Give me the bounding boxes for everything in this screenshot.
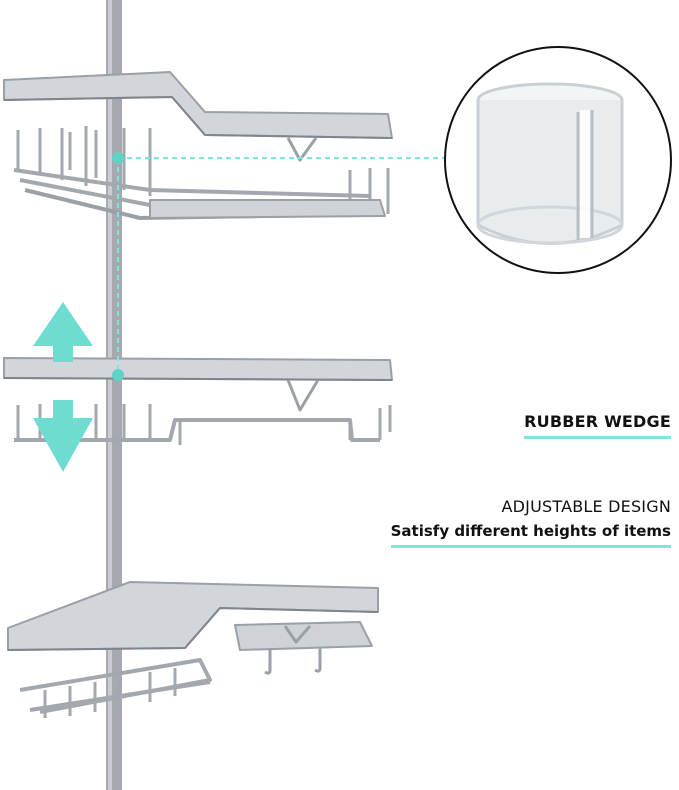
teal-dot-icon — [112, 152, 124, 164]
rubber-wedge-label: RUBBER WEDGE — [524, 412, 671, 439]
bottom-shelf — [7, 581, 379, 718]
adjustable-design-title: ADJUSTABLE DESIGN — [501, 497, 671, 516]
rubber-wedge-callout — [444, 46, 672, 274]
top-shelf — [3, 71, 393, 220]
guide-lines — [117, 157, 462, 375]
middle-shelf — [3, 357, 393, 445]
double-vertical-arrow-icon — [33, 302, 93, 472]
teal-dot-icon — [112, 369, 124, 381]
rubber-wedge-image — [476, 82, 624, 245]
adjustable-design-subtitle: Satisfy different heights of items — [390, 522, 671, 548]
